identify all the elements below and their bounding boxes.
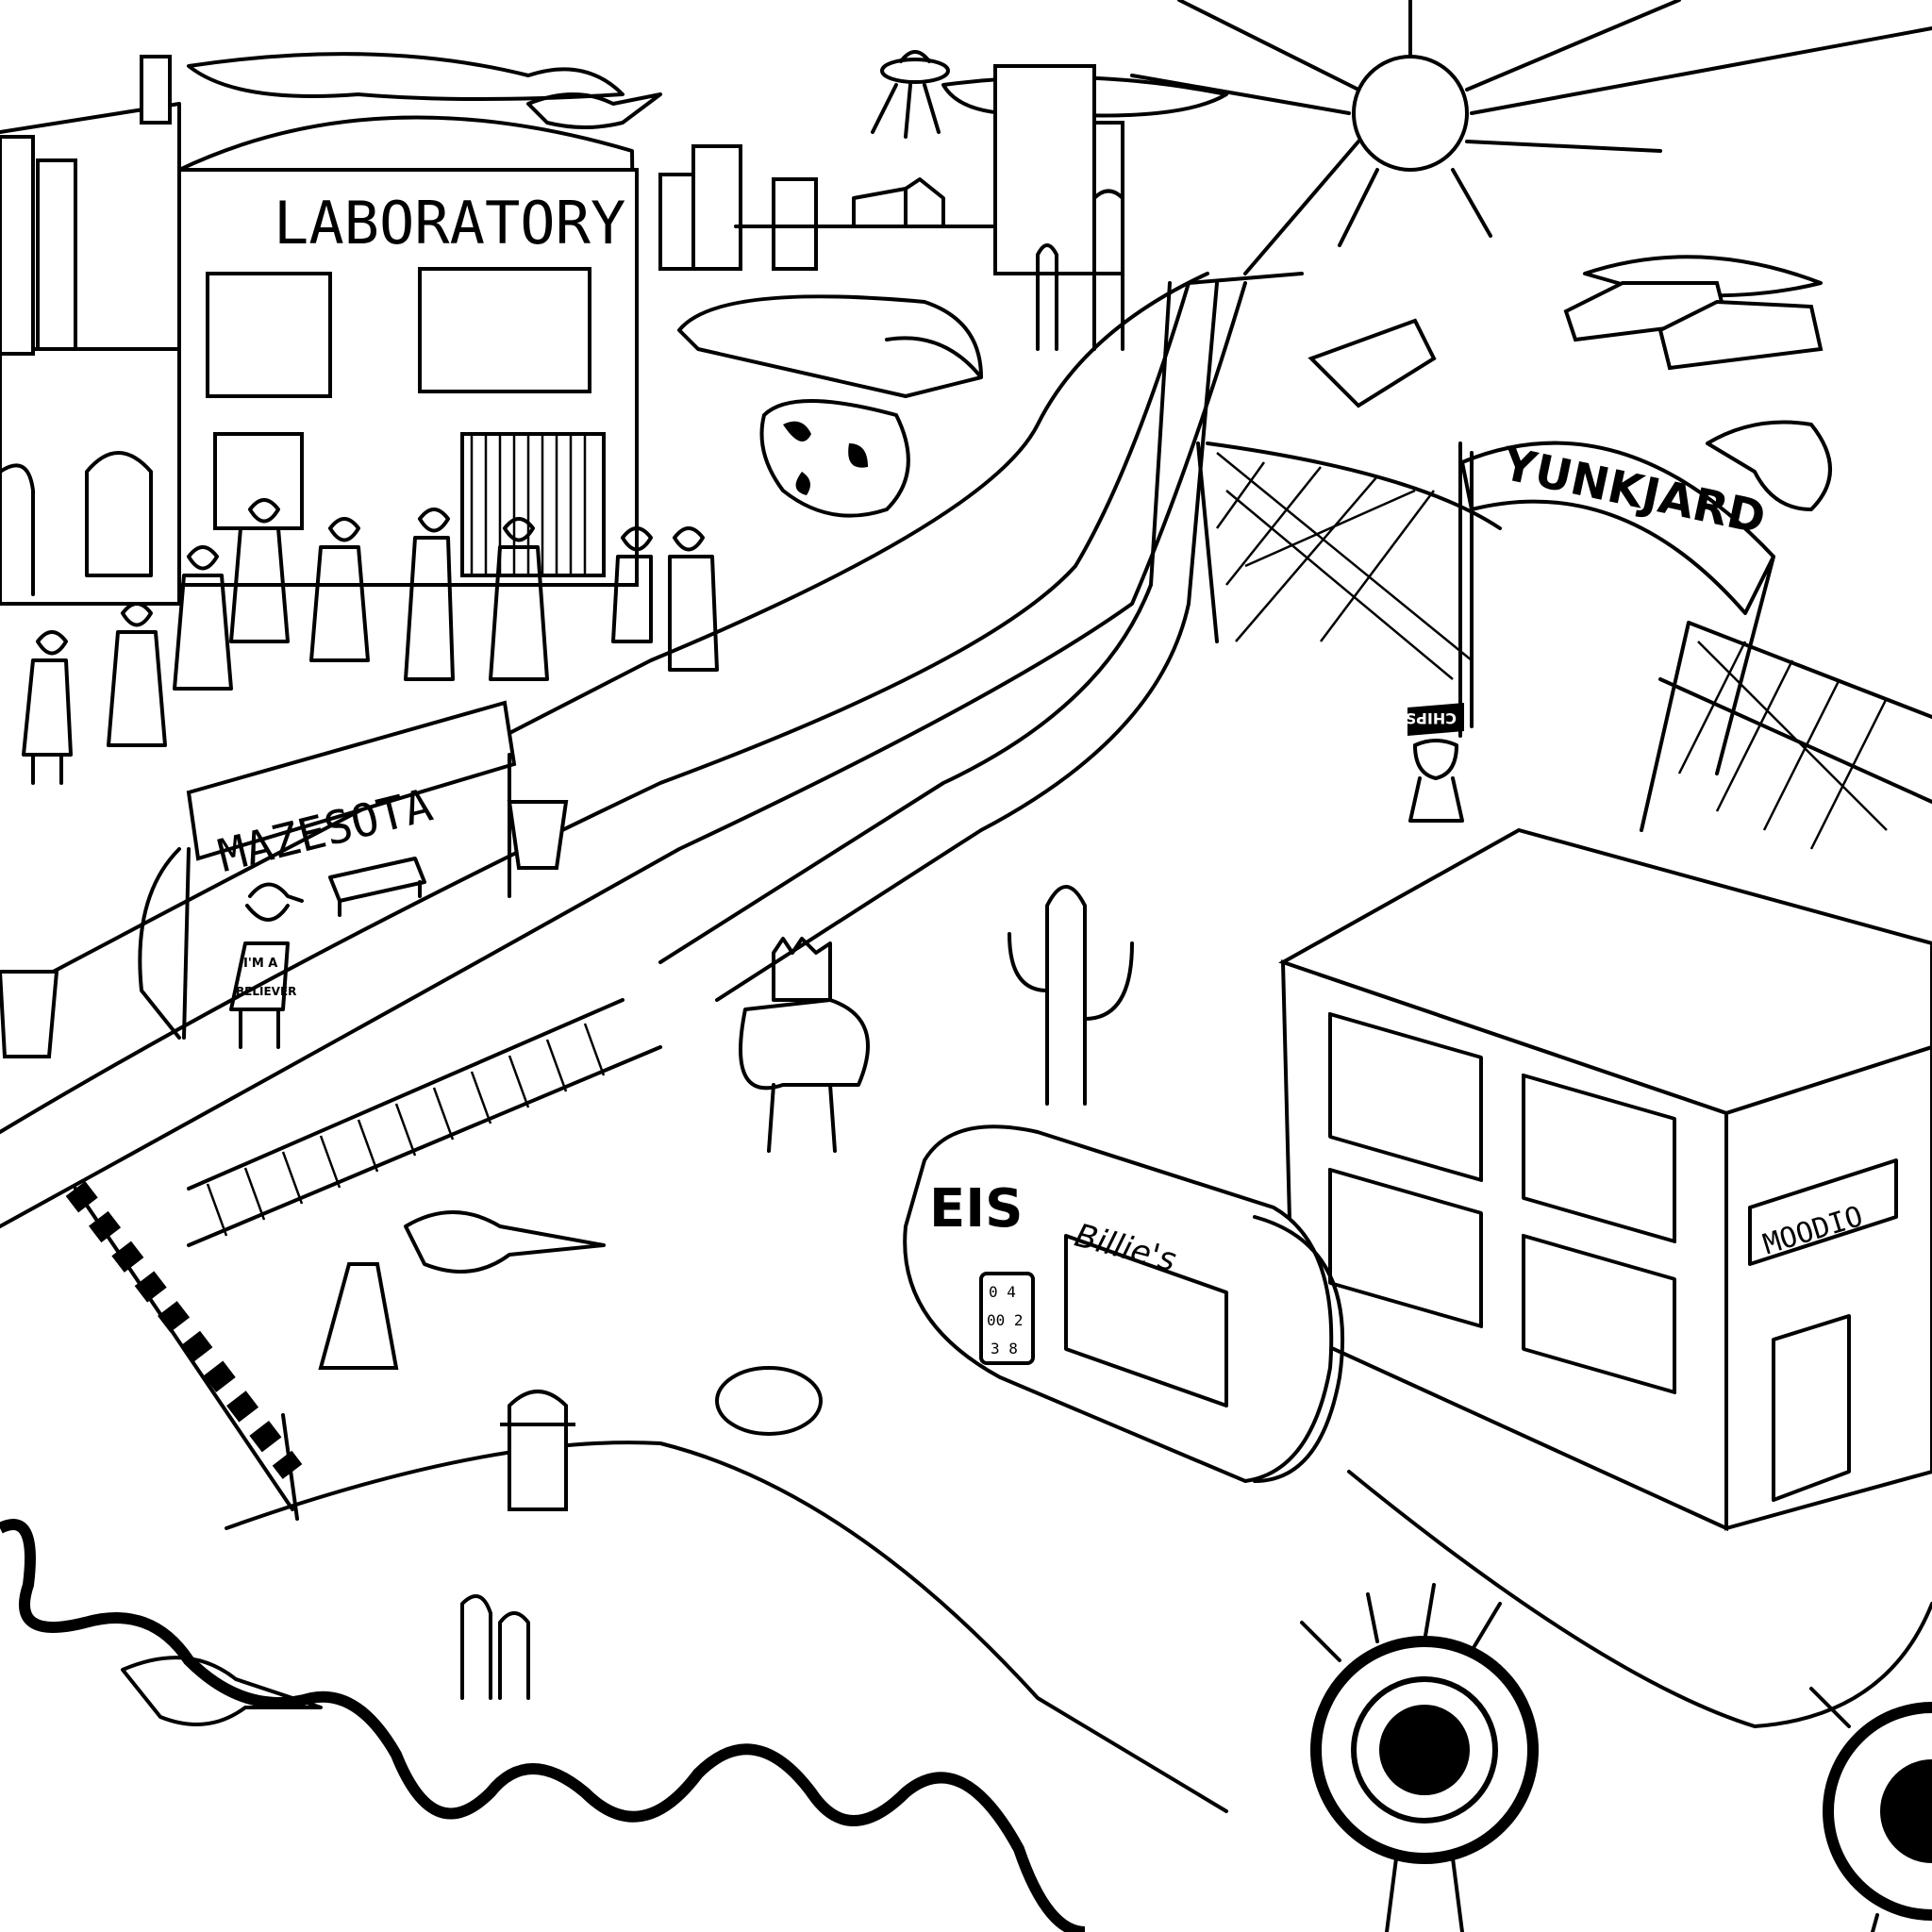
cactus [1036,189,1124,351]
road [0,272,1932,1813]
junk-cars [1307,281,1824,408]
junkyard-fence [1196,441,1932,850]
bird [526,92,662,129]
mazesota-station: MAZESOTA [138,700,517,1040]
trash-can [0,970,59,1058]
ice-cream-truck: EIS Billie's 0 4 00 2 3 8 [903,1124,1344,1484]
trash-can [507,800,569,870]
tshirt-text-line2: BELIEVER [236,985,296,998]
railway-track [187,281,1219,1247]
junkyard-arch-sign: YUNKJARD [1458,438,1775,775]
railroad-barrier [65,1181,303,1521]
chips-kid: CHIPS [1406,703,1464,823]
junkyard-sign: YUNKJARD [1497,438,1770,545]
greenhouse [677,294,983,398]
cloud [187,52,625,101]
bird [404,1210,606,1274]
laboratory-sign: LABORATORY [274,189,625,258]
bird [121,1656,323,1726]
giant-eyeball [1809,1687,1932,1932]
cactus [1008,885,1134,1106]
menu-line: 00 2 [987,1311,1024,1329]
laboratory-building: LABORATORY [0,55,639,606]
menu-line: 3 8 [991,1340,1018,1357]
crowd-of-scientists [22,498,719,785]
bird [1706,420,1832,511]
truck-brand: EIS [929,1178,1023,1240]
believer-kid: I'M A BELIEVER [229,882,304,1049]
moodio-building: MOODIO [1278,827,1932,1532]
cactus [460,1594,530,1700]
sun [1130,0,1932,275]
giant-eyeball [1300,1583,1539,1932]
tshirt-text-line1: I'M A [243,957,277,971]
wavy-ground-border [0,1519,1086,1932]
traffic-cone [318,1262,399,1370]
upside-down-cow [759,399,910,518]
menu-line: 0 4 [989,1283,1016,1301]
ufo [871,50,950,139]
chips-label: CHIPS [1406,709,1457,727]
tire [715,1366,823,1436]
fire-hydrant [500,1390,575,1511]
crowned-creature [739,937,870,1153]
